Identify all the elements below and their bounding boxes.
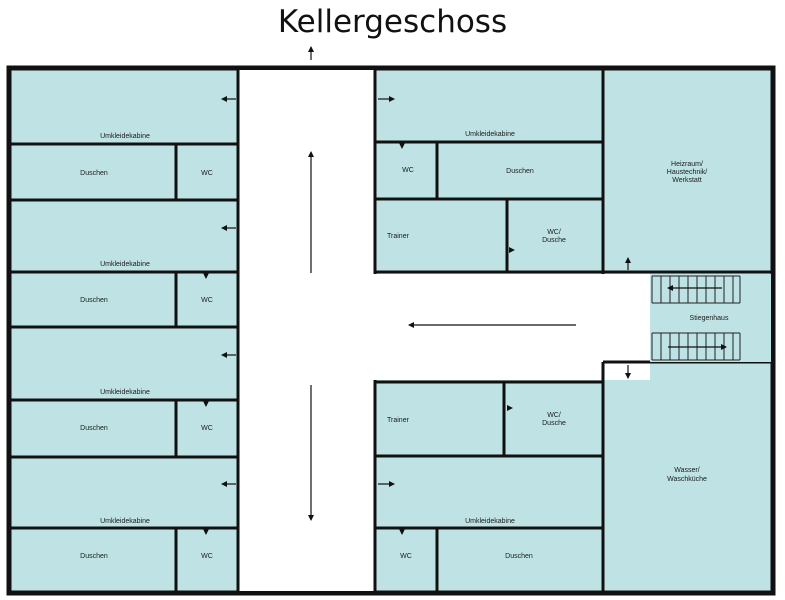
room-duschen: Duschen (80, 425, 108, 432)
room-stiegenhaus: Stiegenhaus (690, 315, 729, 322)
room-umkleidekabine: Umkleidekabine (100, 389, 150, 396)
room-wasser: Wasser/ (674, 467, 699, 474)
room-wc: WC (201, 425, 213, 432)
room-duschen: Duschen (80, 297, 108, 304)
room-duschen: Duschen (80, 553, 108, 560)
room-trainer: Trainer (387, 417, 410, 424)
arrow-icon (399, 529, 405, 535)
flow-arrows (308, 46, 727, 521)
room-wc-dusche: WC/ (547, 412, 561, 419)
room-duschen: Duschen (505, 553, 533, 560)
corridor-vertical (238, 70, 374, 591)
room-wasser: Waschküche (667, 476, 707, 483)
room-heizraum: Haustechnik/ (667, 169, 708, 176)
arrow-icon (203, 529, 209, 535)
walls (11, 68, 771, 591)
arrow-icon (509, 247, 515, 253)
room-wc: WC (400, 553, 412, 560)
room-umkleidekabine: Umkleidekabine (100, 133, 150, 140)
room-wc-dusche: Dusche (542, 420, 566, 427)
room-heizraum: Werkstatt (672, 177, 701, 184)
room-wc: WC (402, 167, 414, 174)
room-wc: WC (201, 297, 213, 304)
room-duschen: Duschen (80, 170, 108, 177)
room-wc: WC (201, 170, 213, 177)
room-umkleidekabine: Umkleidekabine (465, 131, 515, 138)
room-umkleidekabine: Umkleidekabine (100, 261, 150, 268)
arrow-icon (399, 143, 405, 149)
room-wc: WC (201, 553, 213, 560)
door-arrows (221, 96, 631, 487)
arrow-icon (203, 401, 209, 407)
corridor-horizontal (372, 274, 650, 380)
room-umkleidekabine: Umkleidekabine (465, 518, 515, 525)
room-wc-dusche: WC/ (547, 229, 561, 236)
room-wc-dusche: Dusche (542, 237, 566, 244)
arrow-icon (203, 273, 209, 279)
door-markers (203, 143, 515, 535)
room-heizraum: Heizraum/ (671, 161, 703, 168)
arrow-icon (507, 405, 513, 411)
room-umkleidekabine: Umkleidekabine (100, 518, 150, 525)
plan-title: Kellergeschoss (277, 4, 508, 40)
room-trainer: Trainer (387, 233, 410, 240)
room-duschen: Duschen (506, 168, 534, 175)
